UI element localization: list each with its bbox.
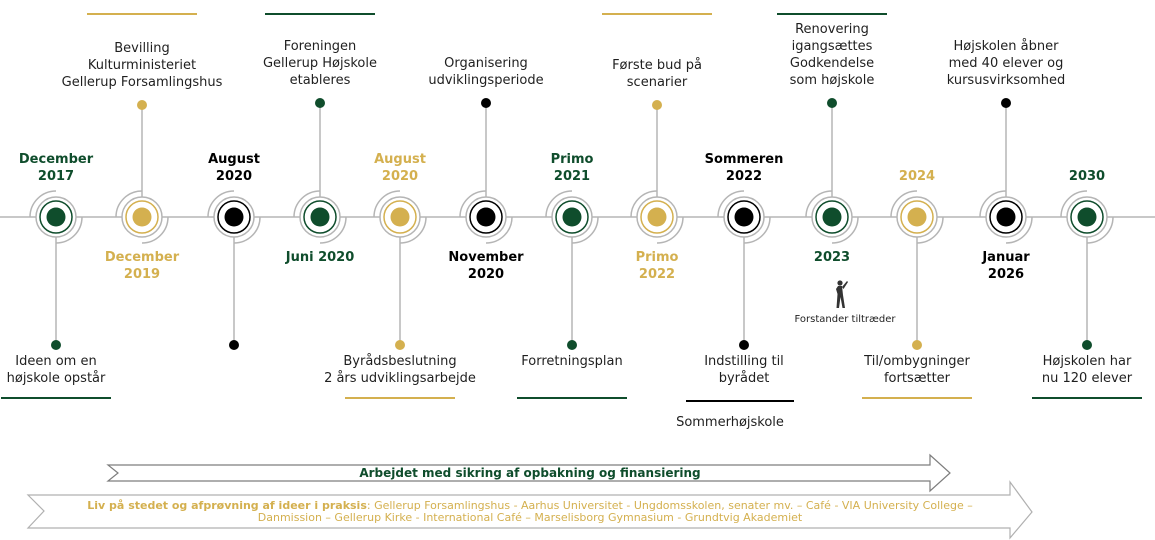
milestone-date: November 2020 — [448, 250, 524, 282]
milestone-node — [717, 190, 771, 350]
milestone-node — [459, 98, 513, 244]
milestone-node — [29, 190, 83, 350]
milestone-date: Primo 2022 — [635, 250, 679, 282]
milestone-date: August 2020 — [208, 152, 260, 184]
milestone-date: 2023 — [813, 250, 851, 265]
milestone-date: Juni 2020 — [285, 250, 355, 265]
arrow-financing-label: Arbejdet med sikring af opbakning og fin… — [359, 466, 701, 480]
milestone-date: 2024 — [898, 169, 936, 184]
milestone-rule — [777, 13, 887, 15]
milestone-text: Organisering udviklingsperiode — [428, 56, 544, 88]
milestone-rule — [87, 13, 197, 15]
milestone-node — [805, 98, 859, 244]
milestone-text: Bevilling Kulturministeriet Gellerup For… — [61, 41, 223, 90]
milestone-text: Til/ombygninger fortsætter — [864, 354, 970, 386]
milestone-date: Primo 2021 — [550, 152, 594, 184]
milestone-date: Sommeren 2022 — [704, 152, 784, 184]
milestone-node — [630, 100, 684, 244]
milestone-node — [545, 190, 599, 350]
milestone-rule — [602, 13, 712, 15]
arrow-financing — [106, 453, 951, 493]
arrow-activities — [26, 480, 1033, 540]
milestone-rule — [1, 397, 111, 399]
milestone-text: Indstilling til byrådet — [704, 354, 784, 386]
milestone-rule — [265, 13, 375, 15]
milestone-text: Byrådsbeslutning 2 års udviklingsarbejde — [324, 354, 476, 386]
milestone-date: Januar 2026 — [982, 250, 1030, 282]
milestone-text: Ideen om en højskole opstår — [6, 354, 106, 386]
milestone-text: Højskolen har nu 120 elever — [1041, 354, 1133, 386]
milestone-node — [207, 190, 261, 350]
milestone-rule — [517, 397, 627, 399]
sommerhojskole-rule — [686, 400, 794, 402]
arrow-activities-rest: : Gellerup Forsamlingshus - Aarhus Unive… — [257, 499, 973, 524]
milestone-date: December 2017 — [18, 152, 94, 184]
arrow-activities-bold: Liv på stedet og afprøvning af ideer i p… — [87, 499, 367, 512]
milestone-date: December 2019 — [104, 250, 180, 282]
milestone-node — [1060, 190, 1114, 350]
milestone-node — [293, 98, 347, 244]
sommerhojskole-label: Sommerhøjskole — [676, 415, 784, 430]
milestone-text: Foreningen Gellerup Højskole etableres — [262, 39, 377, 88]
person-icon — [836, 280, 848, 308]
milestone-text: Forretningsplan — [521, 354, 623, 369]
milestone-node — [890, 190, 944, 350]
forstander-label: Forstander tiltræder — [794, 314, 896, 325]
milestone-rule — [1032, 397, 1142, 399]
milestone-date: 2030 — [1068, 169, 1106, 184]
milestone-node — [373, 190, 427, 350]
milestone-rule — [862, 397, 972, 399]
milestone-text: Første bud på scenarier — [612, 58, 702, 90]
milestone-node — [115, 100, 169, 244]
milestone-text: Renovering igangsættes Godkendelse som h… — [789, 22, 875, 88]
milestone-rule — [345, 397, 455, 399]
milestone-date: August 2020 — [374, 152, 426, 184]
milestone-text: Højskolen åbner med 40 elever og kursusv… — [946, 39, 1066, 88]
milestone-node — [979, 98, 1033, 244]
arrow-activities-label: Liv på stedet og afprøvning af ideer i p… — [60, 500, 1000, 524]
